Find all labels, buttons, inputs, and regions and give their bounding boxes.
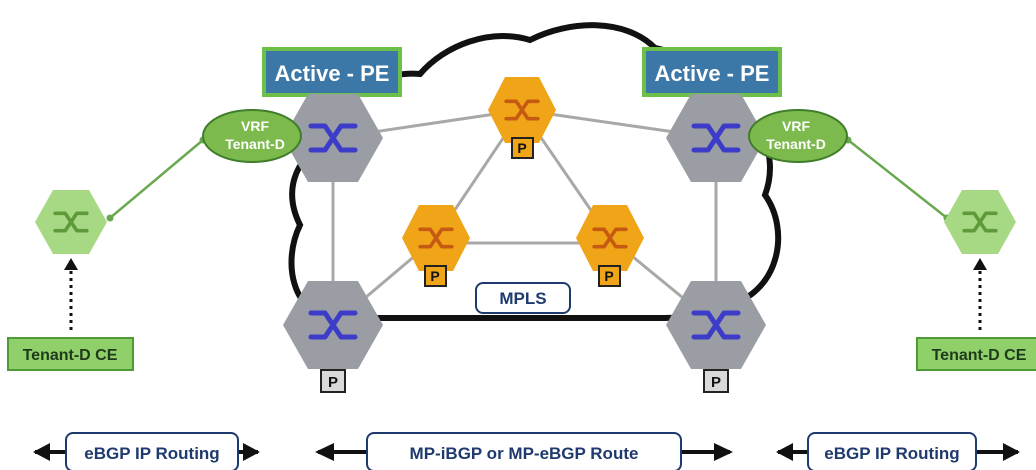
svg-text:VRF: VRF [241,118,269,134]
svg-text:VRF: VRF [782,118,810,134]
ce-label-right: Tenant-D CE [916,337,1036,371]
ce-router-left[interactable] [35,190,107,254]
pe-label-left-text: Active - PE [275,61,390,86]
pe-router-right[interactable] [666,94,766,182]
p-router-bottom-left[interactable] [283,281,383,369]
ce-router-right[interactable] [944,190,1016,254]
pe-router-left[interactable] [283,94,383,182]
pe-label-left: Active - PE [262,47,402,97]
svg-text:P: P [328,374,338,391]
p-badge-bottom-left: P [320,369,346,393]
routing-right: eBGP IP Routing [776,432,1020,470]
p-badge-mid-right: P [598,265,621,287]
p-router-mid-left[interactable] [402,205,470,271]
p-router-top[interactable] [488,77,556,143]
pe-label-right: Active - PE [642,47,782,97]
svg-text:P: P [604,268,613,284]
p-badge-bottom-right: P [703,369,729,393]
mpls-label: MPLS [475,282,571,314]
svg-text:eBGP IP Routing: eBGP IP Routing [84,444,219,463]
pe-label-right-text: Active - PE [655,61,770,86]
p-router-bottom-right[interactable] [666,281,766,369]
svg-text:Tenant-D: Tenant-D [225,136,285,152]
svg-text:MPLS: MPLS [499,289,546,308]
routing-center: MP-iBGP or MP-eBGP Route [315,432,733,470]
link-endpoint [106,214,114,222]
svg-text:Tenant-D CE: Tenant-D CE [23,347,118,364]
vrf-ce-links [109,139,948,219]
p-badge-top: P [511,137,534,159]
p-router-mid-right[interactable] [576,205,644,271]
p-badge-mid-left: P [424,265,447,287]
svg-text:eBGP IP Routing: eBGP IP Routing [824,444,959,463]
ce-dotted-links [64,258,987,330]
svg-text:P: P [711,374,721,391]
ce-label-left: Tenant-D CE [7,337,134,371]
svg-text:P: P [430,268,439,284]
vrf-left[interactable]: VRF Tenant-D [202,109,302,163]
svg-text:MP-iBGP or MP-eBGP Route: MP-iBGP or MP-eBGP Route [410,444,639,463]
svg-text:P: P [517,140,526,156]
svg-text:Tenant-D: Tenant-D [766,136,826,152]
routing-left: eBGP IP Routing [33,432,260,470]
svg-text:Tenant-D CE: Tenant-D CE [932,347,1027,364]
vrf-right[interactable]: VRF Tenant-D [748,109,848,163]
